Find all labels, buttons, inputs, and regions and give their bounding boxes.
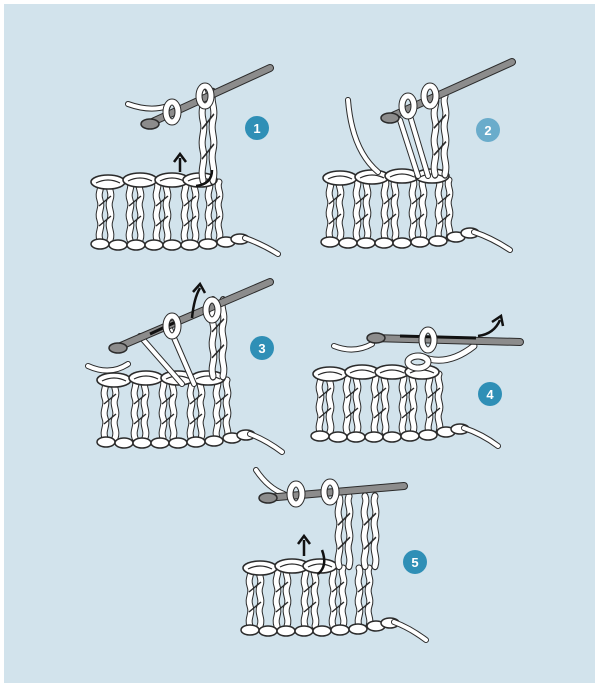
- step-number: 3: [258, 341, 265, 356]
- step-badge: 3: [250, 336, 274, 360]
- step-3-illustration: 3: [88, 282, 282, 452]
- stitch-swatch: [91, 93, 278, 254]
- diagram-panel: 1: [4, 4, 595, 683]
- step-badge: 5: [403, 550, 427, 574]
- direction-arrow-icon: [478, 316, 503, 336]
- step-number: 2: [484, 123, 491, 138]
- crochet-steps-diagram: 1: [4, 4, 595, 683]
- step-badge: 2: [476, 118, 500, 142]
- step-badge: 1: [245, 116, 269, 140]
- step-2-illustration: 2: [321, 62, 512, 250]
- crochet-hook-icon: [367, 333, 520, 343]
- stitch-swatch: [241, 496, 426, 640]
- step-number: 5: [411, 555, 418, 570]
- step-1-illustration: 1: [91, 68, 278, 254]
- step-4-illustration: 4: [311, 316, 520, 446]
- step-badge: 4: [478, 382, 502, 406]
- step-number: 4: [486, 387, 494, 402]
- crochet-hook-icon: [109, 282, 270, 353]
- step-number: 1: [253, 121, 260, 136]
- stitch-swatch: [311, 365, 498, 446]
- step-5-illustration: 5: [241, 470, 427, 640]
